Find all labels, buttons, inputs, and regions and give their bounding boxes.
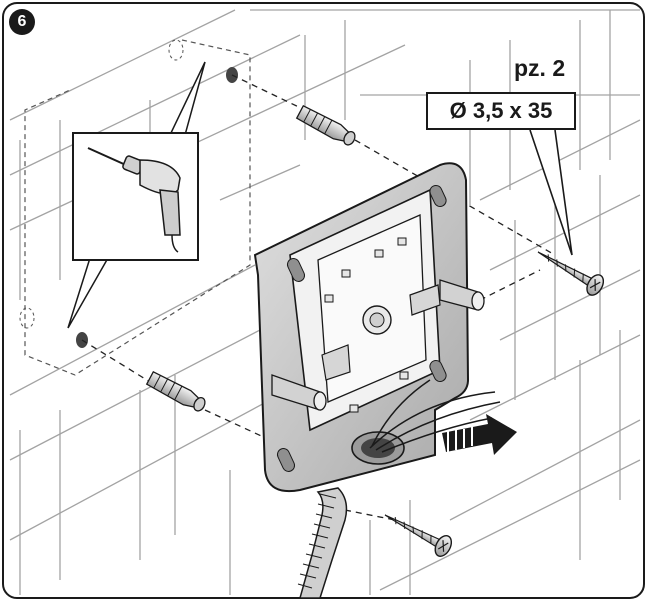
quantity-label: pz. 2 <box>514 55 566 81</box>
drill-zone-outline <box>24 39 251 376</box>
junction-box <box>253 162 485 492</box>
drill-callout <box>72 132 199 261</box>
spec-pointer <box>529 129 573 256</box>
wall-plug-icon <box>295 104 356 146</box>
wall-plug-icon <box>145 370 206 412</box>
arrow-icon <box>442 414 517 455</box>
cables <box>369 379 501 453</box>
screw-post-left <box>271 374 327 411</box>
screw-icon <box>384 514 453 557</box>
drill-icon <box>87 147 181 253</box>
callout-pointer-top <box>169 61 206 136</box>
screw-spec-label: Ø 3,5 x 35 <box>426 92 576 130</box>
callout-pointer-bottom <box>67 257 109 329</box>
step-number-badge: 6 <box>9 9 35 35</box>
screw-post-right <box>439 279 485 311</box>
cable-conduit-icon <box>297 487 348 599</box>
screw-icon <box>537 251 605 296</box>
